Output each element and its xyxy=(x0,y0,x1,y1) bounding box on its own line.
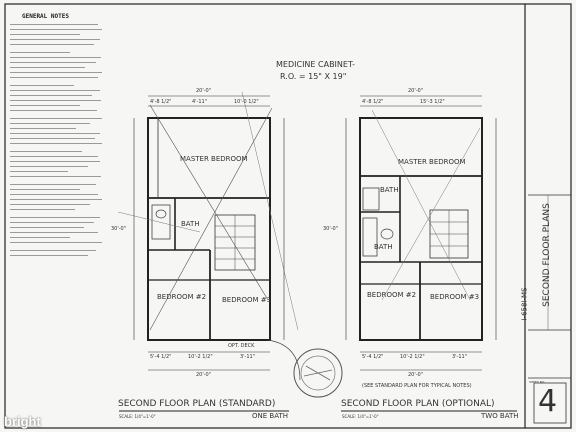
notes-text-line xyxy=(10,176,101,177)
notes-text-line xyxy=(10,227,84,228)
optional-plan-subtitle: TWO BATH xyxy=(481,412,519,420)
right-bath-label: BATH xyxy=(380,186,399,194)
notes-text-line xyxy=(10,151,82,152)
left-dim-top-b: 4'-11" xyxy=(192,99,208,105)
right-dim-bot-c: 3'-11" xyxy=(452,354,468,360)
notes-text-line xyxy=(10,237,70,238)
notes-text-line xyxy=(10,100,101,101)
notes-text-line xyxy=(10,34,80,35)
right-dim-bot-a: 5'-4 1/2" xyxy=(362,354,384,360)
left-bedroom-2-label: BEDROOM #2 xyxy=(157,293,207,301)
notes-text-line xyxy=(10,77,98,78)
left-bath-label: BATH xyxy=(181,220,200,228)
standard-plan-subtitle: ONE BATH xyxy=(252,412,288,420)
notes-text-line xyxy=(10,143,102,144)
right-bedroom-2-label: BEDROOM #2 xyxy=(367,291,417,299)
left-deck-label: OPT. DECK xyxy=(228,343,255,349)
notes-text-line xyxy=(10,156,98,157)
left-dim-bot-overall: 20'-0" xyxy=(196,372,212,378)
right-dim-bot-b: 10'-2 1/2" xyxy=(400,354,425,360)
notes-text-line xyxy=(10,44,94,45)
right-dim-top-a: 4'-8 1/2" xyxy=(362,99,384,105)
notes-text-line xyxy=(10,138,95,139)
left-dim-bot-a: 5'-4 1/2" xyxy=(150,354,172,360)
notes-text-line xyxy=(10,166,88,167)
plan-optional xyxy=(345,95,497,371)
optional-plan-title: SECOND FLOOR PLAN (OPTIONAL) xyxy=(341,399,495,409)
notes-text-line xyxy=(10,118,102,119)
notes-text-line xyxy=(10,184,96,185)
optional-plan-scale: SCALE: 1/4"=1'-0" xyxy=(342,414,379,419)
engineer-seal xyxy=(293,348,343,398)
left-dim-bot-b: 10'-2 1/2" xyxy=(188,354,213,360)
notes-text-line xyxy=(10,95,92,96)
optional-plan-note: (SEE STANDARD PLAN FOR TYPICAL NOTES) xyxy=(362,383,472,389)
notes-text-line xyxy=(10,250,96,251)
sheet-border xyxy=(4,3,572,429)
plan-standard xyxy=(117,91,301,381)
notes-text-line xyxy=(10,199,102,200)
notes-text-line xyxy=(10,204,90,205)
notes-text-line xyxy=(10,24,98,25)
notes-text-line xyxy=(10,105,80,106)
right-dim-left-overall: 30'-0" xyxy=(323,226,339,232)
left-bedroom-3-label: BEDROOM #3 xyxy=(222,296,272,304)
title-block-sheet-label: SHEET NO. xyxy=(529,380,546,384)
notes-text-line xyxy=(10,171,68,172)
notes-text-line xyxy=(10,90,100,91)
notes-text-line xyxy=(10,255,88,256)
watermark-logo: bright xyxy=(4,414,41,429)
notes-text-line xyxy=(10,72,102,73)
right-dim-top-overall: 20'-0" xyxy=(408,88,424,94)
notes-text-line xyxy=(10,209,75,210)
right-dim-bot-overall: 20'-0" xyxy=(408,372,424,378)
notes-text-line xyxy=(10,67,85,68)
notes-text-line xyxy=(10,232,98,233)
notes-text-line xyxy=(10,194,98,195)
notes-text-line xyxy=(10,39,100,40)
notes-text-line xyxy=(10,189,80,190)
left-dim-left-overall: 30'-0" xyxy=(111,226,127,232)
left-dim-top-overall: 20'-0" xyxy=(196,88,212,94)
header-line-1: MEDICINE CABINET- xyxy=(276,60,355,69)
right-bath-2-label: BATH xyxy=(374,243,393,251)
header-line-2: R.O. = 15" X 19" xyxy=(280,72,347,81)
notes-text-line xyxy=(10,242,102,243)
notes-text-line xyxy=(10,128,76,129)
standard-plan-scale: SCALE: 1/4"=1'-0" xyxy=(119,414,156,419)
notes-text-line xyxy=(10,85,74,86)
left-dim-top-a: 4'-8 1/2" xyxy=(150,99,172,105)
left-dim-top-c: 10'-0 1/2" xyxy=(234,99,259,105)
right-dim-top-b: 15'-3 1/2" xyxy=(420,99,445,105)
notes-text-line xyxy=(10,217,100,218)
notes-text-line xyxy=(10,161,100,162)
left-dim-bot-c: 3'-11" xyxy=(240,354,256,360)
notes-title: GENERAL NOTES xyxy=(22,13,69,20)
standard-plan-title: SECOND FLOOR PLAN (STANDARD) xyxy=(118,399,276,409)
notes-text-line xyxy=(10,52,70,53)
sheet-number: 4 xyxy=(538,384,558,419)
notes-text-line xyxy=(10,222,94,223)
left-master-bedroom-label: MASTER BEDROOM xyxy=(180,155,248,163)
right-bedroom-3-label: BEDROOM #3 xyxy=(430,293,480,301)
notes-text-line xyxy=(10,133,100,134)
title-block-drawing-number: I-658I-MS xyxy=(520,287,529,321)
notes-text-line xyxy=(10,62,96,63)
notes-text-line xyxy=(10,57,101,58)
title-block-plan-title: SECOND FLOOR PLANS xyxy=(541,203,552,307)
notes-text-line xyxy=(10,110,97,111)
right-master-bedroom-label: MASTER BEDROOM xyxy=(398,158,466,166)
notes-text-line xyxy=(10,29,102,30)
notes-text-line xyxy=(10,123,90,124)
